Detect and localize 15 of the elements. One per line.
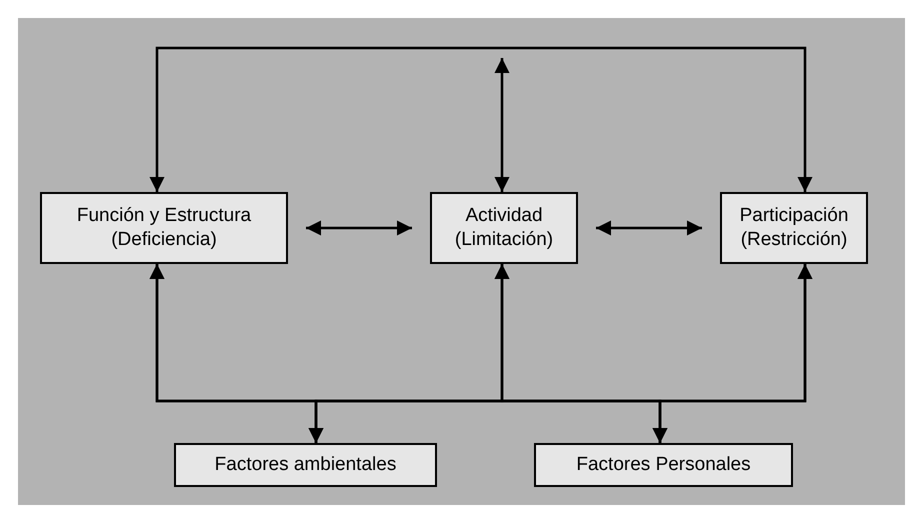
process-box: [40, 192, 288, 264]
arrow: [652, 264, 812, 443]
process-box: [720, 192, 868, 264]
box-label: Actividad (Limitación): [454, 204, 554, 252]
arrow: [596, 220, 702, 236]
box-label: Participación (Restricción): [738, 204, 850, 252]
process-box: [430, 192, 578, 264]
box-label: Factores ambientales: [214, 453, 398, 477]
process-box: [534, 443, 793, 487]
box-label: Función y Estructura (Deficiencia): [76, 204, 252, 252]
arrow: [306, 220, 412, 236]
process-box: [174, 443, 437, 487]
arrow: [150, 46, 812, 192]
box-label: Factores Personales: [575, 453, 752, 477]
arrow: [494, 58, 510, 192]
